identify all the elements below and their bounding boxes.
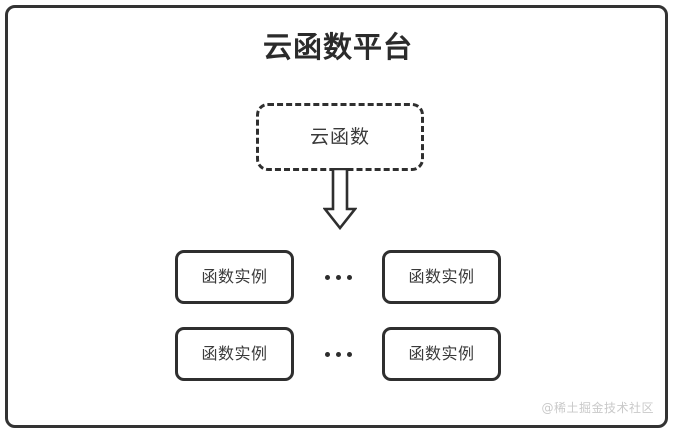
function-instance-box: 函数实例 — [175, 250, 294, 304]
function-instance-box: 函数实例 — [175, 327, 294, 381]
function-instance-label: 函数实例 — [201, 344, 268, 363]
instance-row: 函数实例 函数实例 — [0, 250, 676, 304]
instance-row: 函数实例 函数实例 — [0, 327, 676, 381]
watermark: @稀土掘金技术社区 — [541, 401, 654, 415]
cloud-function-node-label: 云函数 — [309, 125, 370, 148]
function-instance-label: 函数实例 — [408, 267, 475, 286]
page-title: 云函数平台 — [262, 30, 413, 64]
function-instance-box: 函数实例 — [382, 327, 501, 381]
ellipsis-dot — [335, 274, 341, 280]
ellipsis-dot — [324, 274, 330, 280]
function-instance-label: 函数实例 — [201, 267, 268, 286]
ellipsis-dot — [346, 351, 352, 357]
function-instance-label: 函数实例 — [408, 344, 475, 363]
ellipsis-icon — [294, 327, 382, 381]
ellipsis-dot — [335, 351, 341, 357]
cloud-function-node: 云函数 — [256, 103, 424, 171]
ellipsis-dot — [324, 351, 330, 357]
ellipsis-dot — [346, 274, 352, 280]
ellipsis-icon — [294, 250, 382, 304]
function-instance-box: 函数实例 — [382, 250, 501, 304]
down-arrow-icon — [322, 167, 358, 231]
